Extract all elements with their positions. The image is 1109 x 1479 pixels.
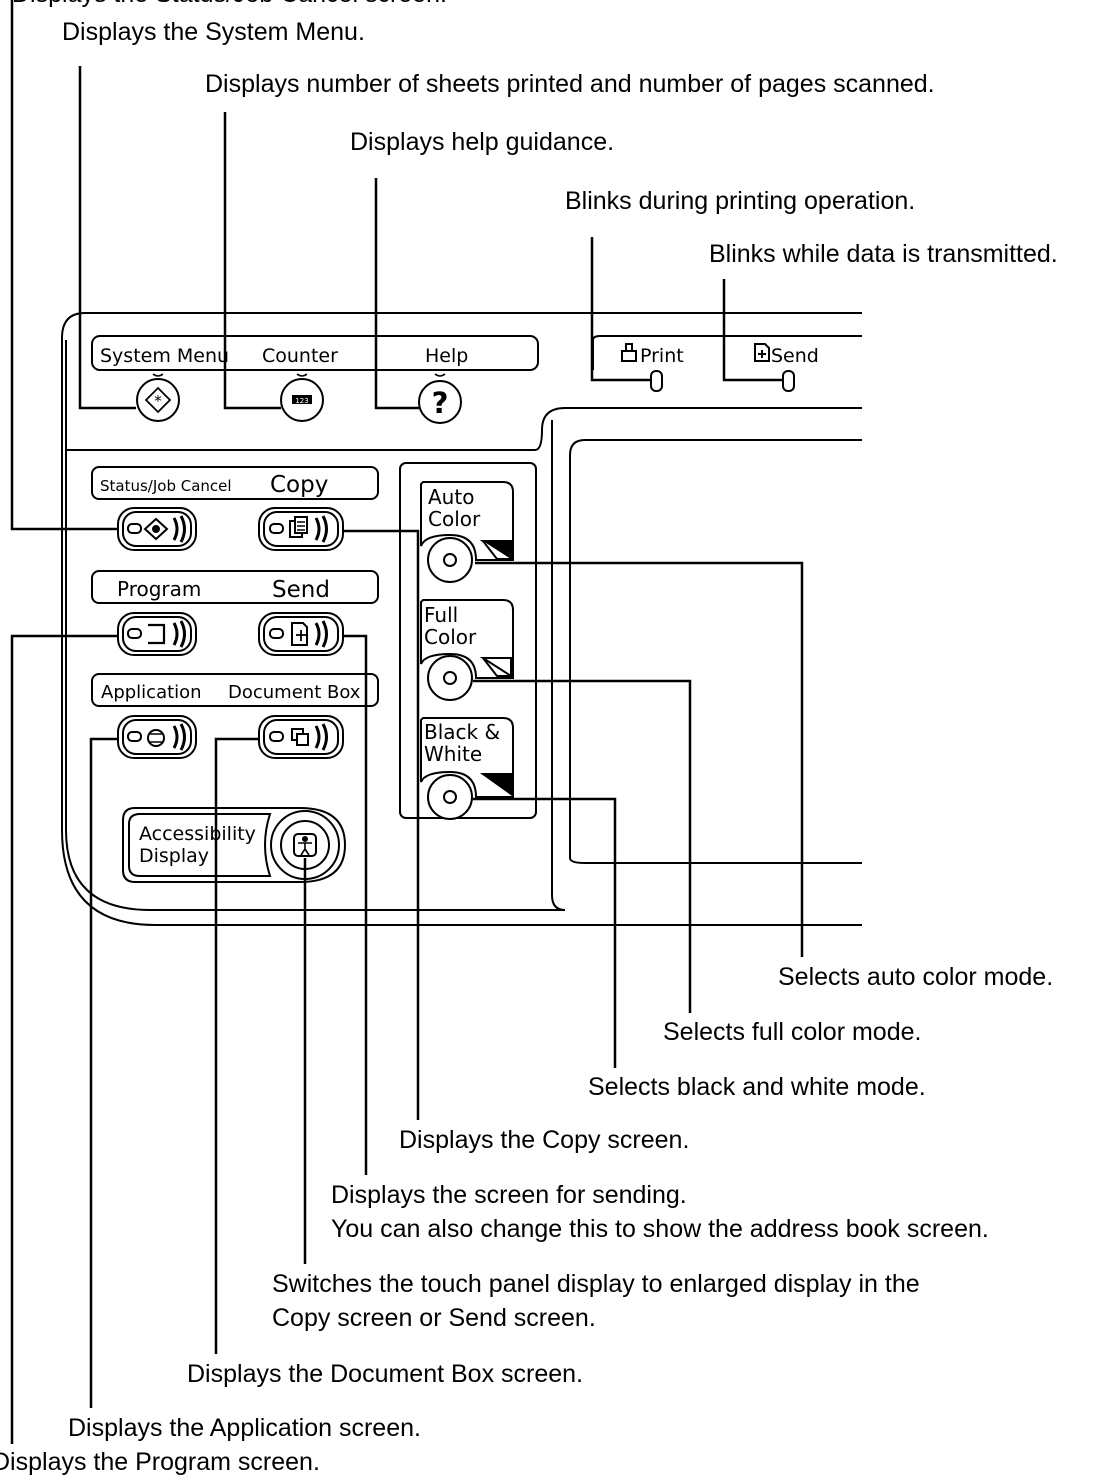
touch-panel-outline [569,439,862,864]
send-icon [291,622,308,646]
label-copy: Copy [270,472,328,498]
label-counter: Counter [262,345,338,367]
callout-accessibility-line2: Copy screen or Send screen. [272,1304,596,1332]
callout-send-line1: Displays the screen for sending. [331,1181,687,1209]
black-white-key[interactable] [420,717,514,820]
label-send: Send [272,577,330,603]
leader-send [343,634,368,1175]
label-print: Print [640,345,684,367]
label-accessibility-line2: Display [139,845,209,867]
label-help: Help [425,345,468,367]
status-job-cancel-key[interactable] [117,507,197,551]
print-led [650,370,663,392]
send-arrow-icon [754,343,770,362]
callout-auto-color: Selects auto color mode. [778,963,1054,991]
label-bar-row2 [91,570,379,604]
help-key[interactable]: ? [418,373,462,424]
callout-full-color: Selects full color mode. [663,1018,922,1046]
auto-color-icon [479,540,512,561]
status-icon [143,517,169,541]
label-status-job-cancel: Status/Job Cancel [100,477,232,495]
label-bar-row1 [91,466,379,500]
label-full-line1: Full [424,603,458,627]
top-label-bar [91,335,539,371]
label-bar-row3 [91,673,379,707]
leader-send-indicator [722,279,783,382]
system-menu-key[interactable]: * [136,373,180,422]
program-key[interactable] [117,612,197,656]
callout-send-indicator: Blinks while data is transmitted. [709,240,1058,268]
callout-help: Displays help guidance. [350,128,615,156]
document-box-key[interactable] [258,715,344,759]
label-application: Application [101,682,202,703]
leader-black-white [473,797,617,1068]
callout-counter: Displays number of sheets printed and nu… [205,70,935,98]
counter-key[interactable]: 123 [280,373,324,422]
leader-program [10,634,118,1444]
copy-key[interactable] [258,507,344,551]
callout-send-line2: You can also change this to show the add… [331,1215,989,1243]
copy-icon [289,516,308,538]
panel-inner-outline [65,340,566,911]
label-system-menu: System Menu [100,345,229,367]
leader-counter [223,112,281,410]
panel-outline [61,312,862,926]
label-auto-line1: Auto [428,485,474,509]
black-white-icon [479,773,512,796]
label-bw-line1: Black & [424,720,500,744]
auto-color-key[interactable] [420,481,514,583]
callout-status-job-cancel: Displays the Status/Job Cancel screen. [12,0,447,11]
leader-full-color [473,679,692,1013]
program-icon [148,623,166,645]
label-send-indicator: Send [771,345,819,367]
label-full-line2: Color [424,625,477,649]
printer-icon [621,343,637,362]
send-key[interactable] [258,612,344,656]
leader-status-job-cancel [10,0,118,531]
callout-accessibility-line1: Switches the touch panel display to enla… [272,1270,920,1298]
leader-application [89,737,118,1408]
color-mode-box [399,462,537,819]
label-bw-line2: White [424,742,482,766]
counter-icon-text: 123 [295,397,308,405]
label-document-box: Document Box [228,682,361,703]
label-program: Program [117,577,201,601]
leader-help [374,178,419,410]
label-accessibility-line1: Accessibility [139,823,256,845]
full-color-key[interactable] [420,599,514,701]
callout-copy: Displays the Copy screen. [399,1126,690,1154]
counter-icon: 123 [292,395,312,405]
indicator-label-bar [592,335,862,370]
callout-document-box: Displays the Document Box screen. [187,1360,584,1388]
callout-print-indicator: Blinks during printing operation. [565,187,916,215]
label-auto-line2: Color [428,507,481,531]
callout-system-menu: Displays the System Menu. [62,18,365,46]
leader-auto-color [475,561,804,957]
leader-system-menu [78,66,136,410]
leader-lines [10,0,804,1444]
svg-text:*: * [154,392,162,410]
callout-program: Displays the Program screen. [0,1448,320,1476]
document-box-icon [291,728,309,746]
system-menu-icon: * [144,386,172,414]
help-icon: ? [432,386,449,420]
accessibility-icon [293,833,317,857]
leader-print-indicator [590,237,651,382]
callout-application: Displays the Application screen. [68,1414,421,1442]
send-led [782,370,795,392]
leader-document-box [214,737,259,1354]
application-key[interactable] [117,715,197,759]
leader-copy [343,529,420,1120]
callout-black-white: Selects black and white mode. [588,1073,926,1101]
application-icon [147,729,165,747]
panel-divider [66,407,862,451]
full-color-icon [479,657,512,678]
